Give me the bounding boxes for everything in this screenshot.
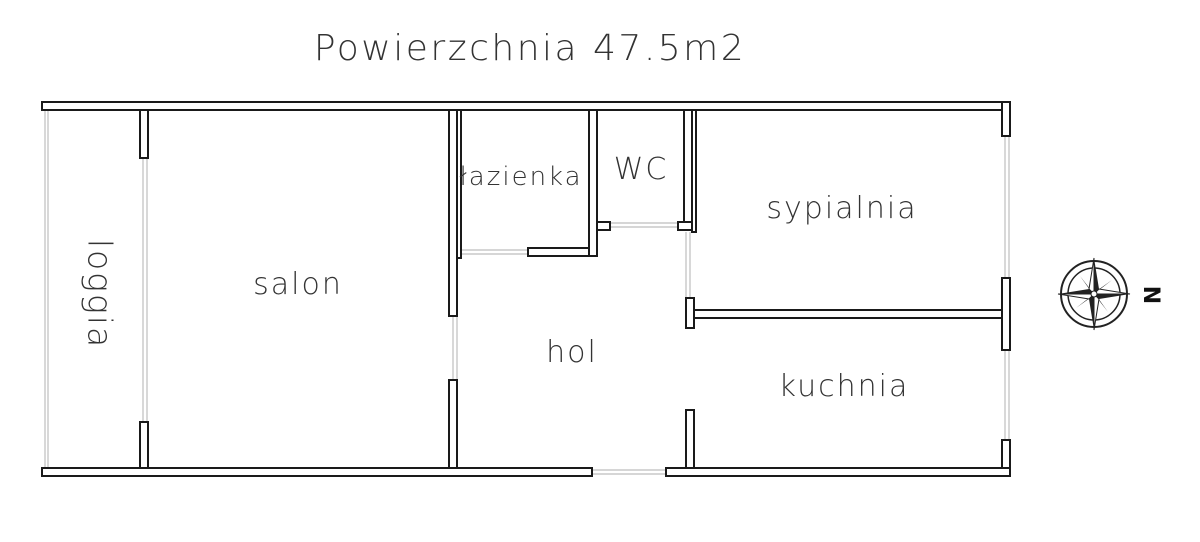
walls [41,101,1011,477]
room-label-kuchnia: kuchnia [779,369,910,404]
room-label-lazienka: łazienka [459,162,582,192]
room-label-loggia: loggia [81,239,120,349]
windows [44,110,1010,475]
plan-title: Powierzchnia 47.5m2 [313,28,747,69]
room-label-sypialnia: sypialnia [766,191,917,226]
compass-rose-icon [1057,257,1131,331]
room-label-wc: WC [614,152,669,187]
compass-north-label: N [1138,286,1163,304]
room-label-salon: salon [253,267,343,302]
room-label-hol: hol [546,335,598,370]
